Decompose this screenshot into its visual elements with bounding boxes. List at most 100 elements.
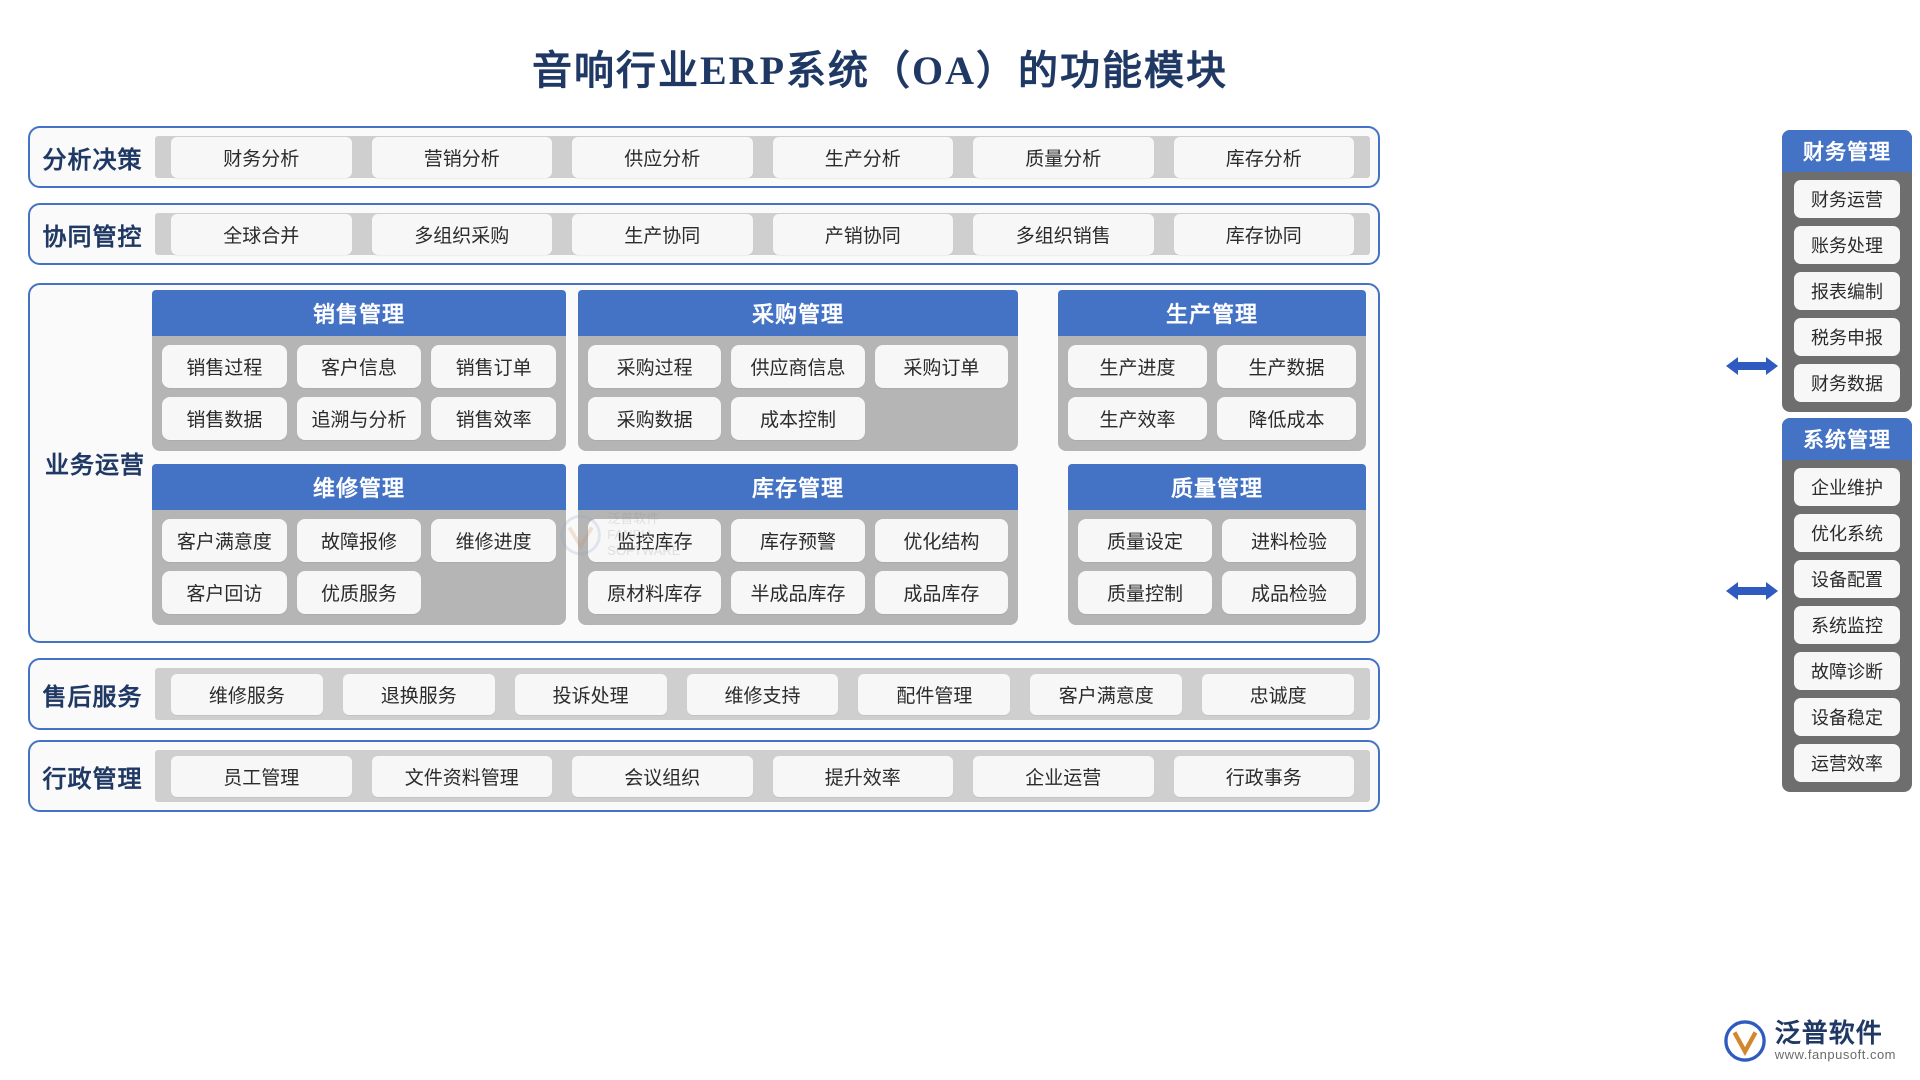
card-chip[interactable]: 降低成本	[1217, 397, 1356, 440]
card-chip[interactable]: 库存预警	[731, 519, 865, 562]
card-row: 生产效率降低成本	[1068, 397, 1356, 440]
card-chip[interactable]: 销售过程	[162, 345, 287, 388]
collaboration-item[interactable]: 全球合并	[171, 213, 352, 255]
administration-item[interactable]: 文件资料管理	[371, 755, 552, 797]
card-chip[interactable]: 原材料库存	[588, 571, 722, 614]
card-row: 采购过程供应商信息采购订单	[588, 345, 1008, 388]
card-row: 质量控制成品检验	[1078, 571, 1356, 614]
administration-item[interactable]: 行政事务	[1173, 755, 1354, 797]
card-chip[interactable]: 销售数据	[162, 397, 287, 440]
card-chip-placeholder	[875, 397, 1008, 440]
analysis-item[interactable]: 财务分析	[171, 136, 352, 178]
administration-item[interactable]: 提升效率	[772, 755, 953, 797]
card-chip[interactable]: 生产数据	[1217, 345, 1356, 388]
card-chip[interactable]: 销售效率	[431, 397, 557, 440]
aftersales-item[interactable]: 维修支持	[686, 673, 839, 715]
sidebar-item[interactable]: 企业维护	[1794, 468, 1900, 506]
card-chip[interactable]: 优化结构	[874, 519, 1008, 562]
card-row: 生产进度生产数据	[1068, 345, 1356, 388]
card-chip[interactable]: 质量设定	[1078, 519, 1212, 562]
card-chip[interactable]: 采购过程	[588, 345, 722, 388]
section-administration: 行政管理 员工管理文件资料管理会议组织提升效率企业运营行政事务	[28, 740, 1380, 812]
brand-mark-icon	[1724, 1020, 1766, 1062]
card-chip[interactable]: 维修进度	[431, 519, 557, 562]
sidebar-finance-management: 财务管理 财务运营账务处理报表编制税务申报财务数据	[1782, 130, 1912, 412]
sidebar-item[interactable]: 财务运营	[1794, 180, 1900, 218]
section-analysis-items: 财务分析营销分析供应分析生产分析质量分析库存分析	[155, 136, 1370, 178]
card-row: 客户满意度故障报修维修进度	[162, 519, 557, 562]
sidebar-item[interactable]: 账务处理	[1794, 226, 1900, 264]
sidebar-item[interactable]: 系统监控	[1794, 606, 1900, 644]
collaboration-item[interactable]: 多组织采购	[371, 213, 552, 255]
aftersales-item[interactable]: 投诉处理	[514, 673, 667, 715]
card-chip[interactable]: 生产进度	[1068, 345, 1207, 388]
section-collaboration-label: 协同管控	[42, 224, 143, 251]
card-row: 客户回访优质服务	[162, 571, 556, 614]
card-row: 销售过程客户信息销售订单	[162, 345, 557, 388]
collaboration-item[interactable]: 多组织销售	[973, 213, 1154, 255]
card-chip[interactable]: 进料检验	[1222, 519, 1356, 562]
aftersales-item[interactable]: 维修服务	[171, 673, 323, 715]
card-chip[interactable]: 销售订单	[431, 345, 557, 388]
brand-name: 泛普软件	[1774, 1018, 1883, 1048]
analysis-item[interactable]: 库存分析	[1173, 136, 1354, 178]
aftersales-item[interactable]: 忠诚度	[1202, 673, 1355, 715]
card-chip[interactable]: 质量控制	[1078, 571, 1212, 614]
card-title: 库存管理	[578, 464, 1018, 510]
section-collaboration-items: 全球合并多组织采购生产协同产销协同多组织销售库存协同	[155, 213, 1370, 255]
card-body: 采购过程供应商信息采购订单采购数据成本控制	[578, 336, 1018, 451]
analysis-item[interactable]: 供应分析	[572, 136, 753, 178]
brand-url: www.fanpusoft.com	[1774, 1047, 1896, 1062]
card-chip[interactable]: 监控库存	[588, 519, 722, 562]
card-chip[interactable]: 客户信息	[296, 345, 422, 388]
card-chip[interactable]: 客户回访	[162, 571, 287, 614]
sidebar-item[interactable]: 设备配置	[1794, 560, 1900, 598]
administration-item[interactable]: 企业运营	[973, 755, 1154, 797]
card-chip[interactable]: 成品检验	[1222, 571, 1356, 614]
card-purchase-management: 采购管理 采购过程供应商信息采购订单采购数据成本控制	[578, 290, 1018, 451]
card-production-management: 生产管理 生产进度生产数据生产效率降低成本	[1058, 290, 1366, 451]
card-chip[interactable]: 采购数据	[588, 397, 722, 440]
administration-item[interactable]: 员工管理	[171, 755, 352, 797]
sidebar-item[interactable]: 故障诊断	[1794, 652, 1900, 690]
card-chip[interactable]: 半成品库存	[731, 571, 865, 614]
aftersales-item[interactable]: 客户满意度	[1030, 673, 1183, 715]
administration-item[interactable]: 会议组织	[572, 755, 753, 797]
sidebar-item[interactable]: 设备稳定	[1794, 698, 1900, 736]
sidebar-item[interactable]: 税务申报	[1794, 318, 1900, 356]
section-administration-items: 员工管理文件资料管理会议组织提升效率企业运营行政事务	[155, 750, 1370, 802]
collaboration-item[interactable]: 产销协同	[772, 213, 953, 255]
card-title: 销售管理	[152, 290, 566, 336]
aftersales-item[interactable]: 退换服务	[342, 673, 495, 715]
card-chip[interactable]: 采购订单	[874, 345, 1008, 388]
card-chip[interactable]: 优质服务	[296, 571, 422, 614]
section-analysis-label: 分析决策	[42, 147, 143, 174]
aftersales-item[interactable]: 配件管理	[858, 673, 1011, 715]
sidebar-item[interactable]: 优化系统	[1794, 514, 1900, 552]
card-chip[interactable]: 供应商信息	[731, 345, 865, 388]
card-chip[interactable]: 成本控制	[731, 397, 865, 440]
analysis-item[interactable]: 质量分析	[973, 136, 1154, 178]
card-body: 销售过程客户信息销售订单销售数据追溯与分析销售效率	[152, 336, 566, 451]
card-chip[interactable]: 成品库存	[874, 571, 1008, 614]
card-title: 采购管理	[578, 290, 1018, 336]
collaboration-item[interactable]: 库存协同	[1173, 213, 1354, 255]
section-collaboration: 协同管控 全球合并多组织采购生产协同产销协同多组织销售库存协同	[28, 203, 1380, 265]
card-chip[interactable]: 客户满意度	[162, 519, 287, 562]
collaboration-item[interactable]: 生产协同	[572, 213, 753, 255]
analysis-item[interactable]: 生产分析	[772, 136, 953, 178]
analysis-item[interactable]: 营销分析	[371, 136, 552, 178]
sidebar-item[interactable]: 财务数据	[1794, 364, 1900, 402]
sidebar-title: 财务管理	[1782, 130, 1912, 172]
card-row: 采购数据成本控制	[588, 397, 1008, 440]
sidebar-item[interactable]: 运营效率	[1794, 744, 1900, 782]
card-quality-management: 质量管理 质量设定进料检验质量控制成品检验	[1068, 464, 1366, 625]
card-title: 维修管理	[152, 464, 566, 510]
card-chip[interactable]: 故障报修	[296, 519, 422, 562]
card-chip[interactable]: 追溯与分析	[296, 397, 422, 440]
card-chip-placeholder	[431, 571, 556, 614]
sidebar-item[interactable]: 报表编制	[1794, 272, 1900, 310]
card-chip[interactable]: 生产效率	[1068, 397, 1207, 440]
double-arrow-icon-finance	[1726, 357, 1778, 375]
